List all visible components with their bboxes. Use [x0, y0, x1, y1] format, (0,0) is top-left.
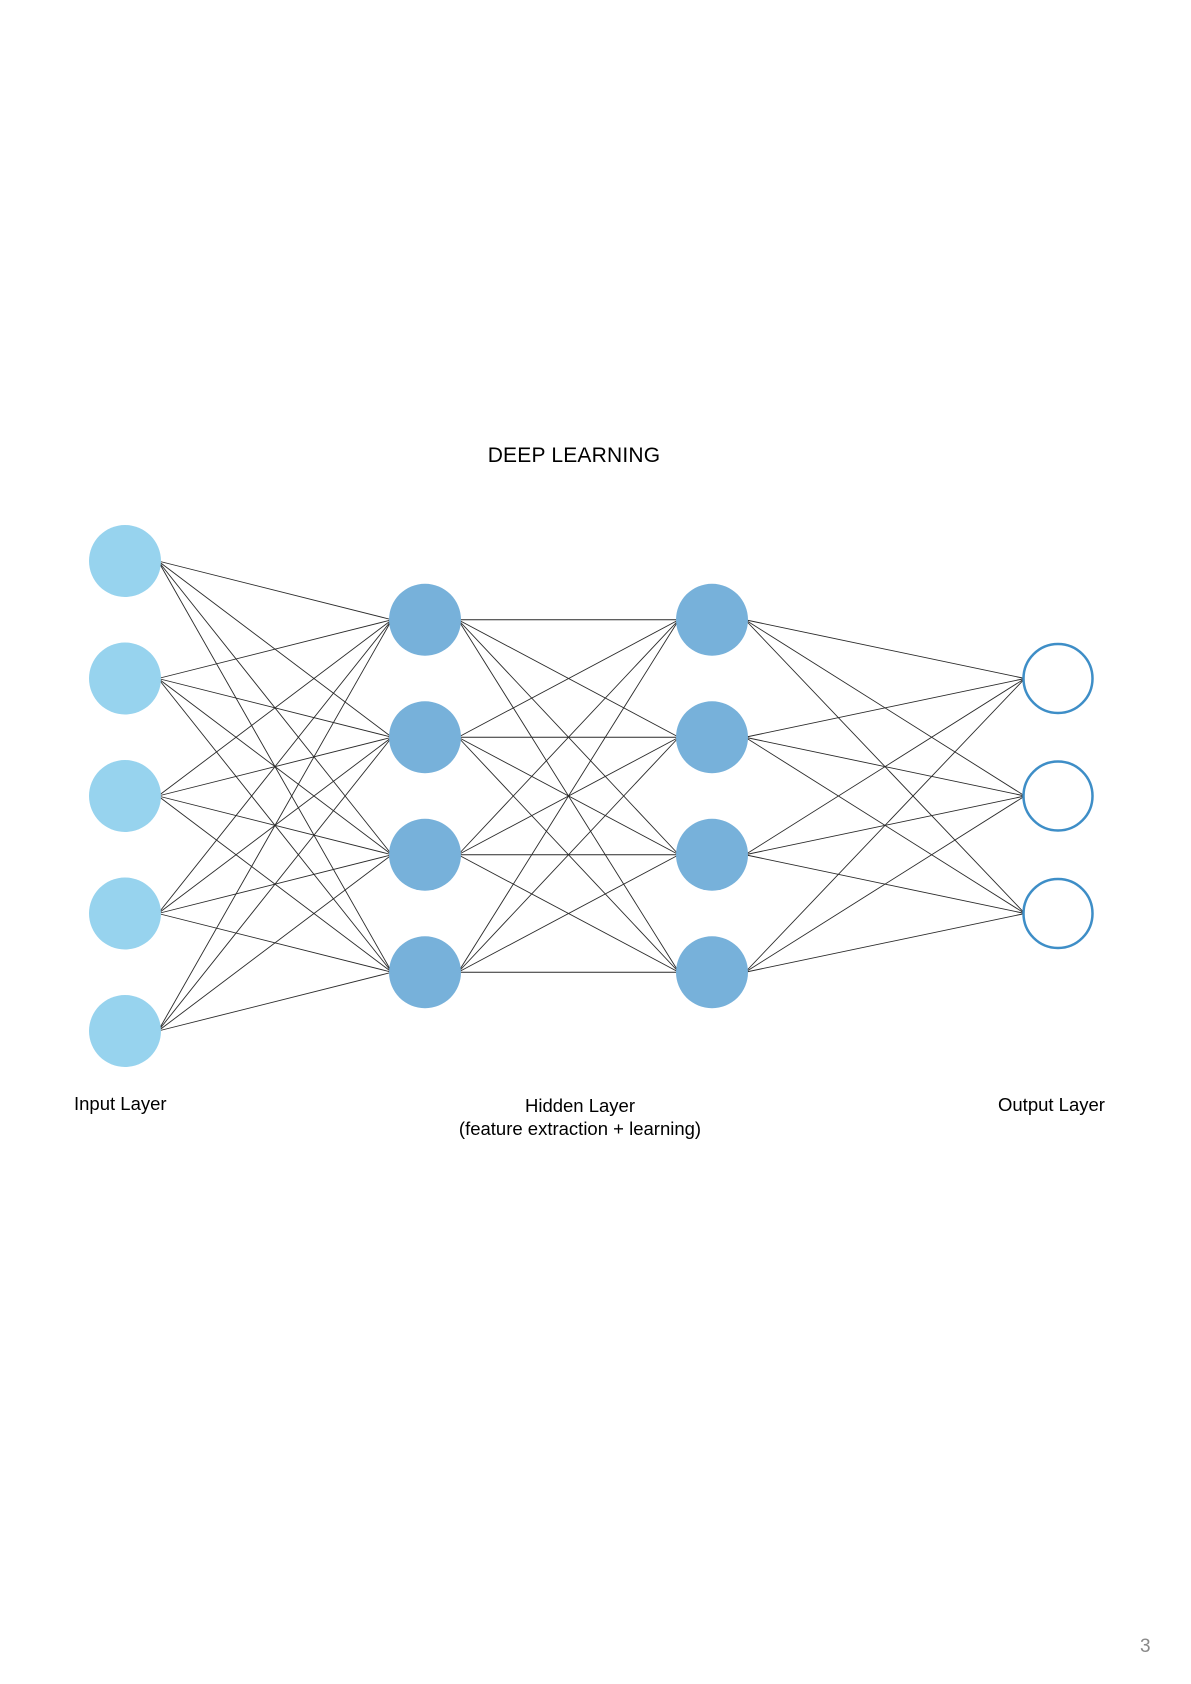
connection-line — [157, 736, 393, 1032]
input-node-1-5 — [89, 995, 161, 1067]
connection-line — [158, 619, 392, 679]
connection-line — [457, 619, 680, 973]
output-node-4-2 — [1022, 760, 1094, 832]
connection-line — [157, 619, 393, 797]
connection-line — [744, 795, 1026, 973]
connection-line — [158, 971, 392, 1032]
hidden-layer-label-line1: Hidden Layer — [524, 1095, 636, 1116]
connection-line — [157, 619, 393, 914]
input-node-1-1 — [89, 525, 161, 597]
hidden-layer-label-line2: (feature extraction + learning) — [458, 1118, 702, 1139]
connection-line — [457, 619, 680, 738]
connection-line — [157, 619, 393, 1032]
connection-line — [457, 619, 680, 856]
input-node-1-4 — [89, 877, 161, 950]
connection-line — [158, 560, 392, 621]
connection-line — [457, 736, 680, 973]
input-node-1-3 — [89, 760, 161, 832]
output-node-4-1 — [1022, 642, 1094, 715]
connection-line — [744, 678, 1026, 856]
connection-line — [744, 678, 1026, 973]
page-number: 3 — [1140, 1636, 1151, 1657]
hidden-node-3-4 — [676, 936, 748, 1009]
output-node-4-3 — [1022, 877, 1094, 950]
hidden-node-2-1 — [389, 583, 461, 656]
input-layer-label: Input Layer — [74, 1093, 167, 1114]
hidden-node-3-2 — [676, 701, 748, 774]
nodes-group — [89, 525, 1094, 1067]
connection-line — [745, 678, 1025, 738]
hidden-node-3-1 — [676, 583, 748, 656]
connection-line — [745, 619, 1025, 679]
connections-group — [157, 560, 1026, 1032]
hidden-node-3-3 — [676, 818, 748, 891]
hidden-node-2-4 — [389, 936, 461, 1009]
input-node-1-2 — [89, 642, 161, 715]
hidden-node-2-3 — [389, 818, 461, 891]
output-layer-label: Output Layer — [998, 1094, 1105, 1115]
connection-line — [157, 854, 393, 1032]
connection-line — [457, 854, 680, 973]
hidden-layer-label: Hidden Layer (feature extraction + learn… — [380, 1094, 780, 1140]
hidden-node-2-2 — [389, 701, 461, 774]
connection-line — [745, 913, 1025, 973]
diagram-title: DEEP LEARNING — [487, 444, 661, 467]
